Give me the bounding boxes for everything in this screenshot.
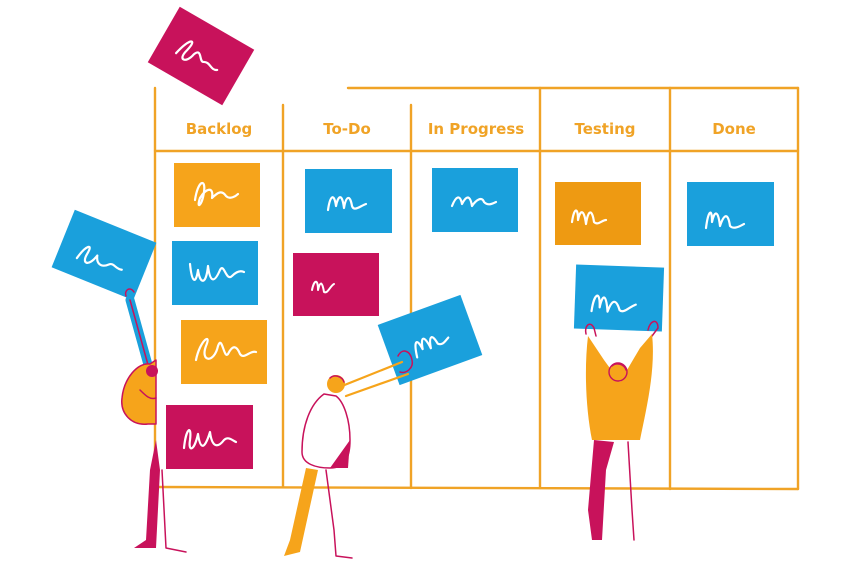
person-right-head (608, 362, 628, 382)
person-middle (284, 294, 483, 559)
card-testing-1 (555, 182, 641, 245)
card-backlog-2 (172, 241, 258, 305)
person-right-leg-outline (627, 441, 635, 541)
column-header-done: Done (712, 120, 756, 138)
person-right (573, 264, 665, 541)
person-middle-head (327, 375, 345, 393)
person-right-leg (588, 440, 614, 540)
scribble-icon (193, 182, 240, 207)
scribble-icon (704, 211, 746, 230)
card-done-1-body (687, 182, 774, 246)
card-todo-1 (305, 169, 392, 233)
person-middle-hand (397, 350, 414, 374)
person-left (51, 209, 187, 553)
column-header-testing: Testing (574, 120, 635, 138)
person-right-body (585, 334, 653, 440)
card-in-progress-1 (432, 168, 518, 232)
card-todo-1-body (305, 169, 392, 233)
card-backlog-2-body (172, 241, 258, 305)
column-header-in-progress: In Progress (428, 120, 524, 138)
column-headers: Backlog To-Do In Progress Testing Done (186, 120, 756, 138)
board-bottom-edge (153, 485, 800, 491)
scribble-icon (414, 336, 450, 359)
scribble-icon (188, 262, 246, 282)
person-right-hand (584, 323, 597, 337)
card-backlog-4 (166, 405, 253, 469)
kanban-board (153, 86, 800, 491)
column-header-backlog: Backlog (186, 120, 253, 138)
scribble-icon (326, 196, 368, 212)
card-done-1 (687, 182, 774, 246)
scribble-icon (590, 294, 637, 313)
card-todo-2 (293, 253, 379, 316)
scribble-icon (75, 245, 123, 271)
person-left-hand (124, 288, 135, 297)
column-header-todo: To-Do (323, 120, 371, 138)
person-middle-leg (284, 468, 318, 556)
scribble-icon (194, 337, 258, 362)
person-right-card (573, 264, 665, 332)
card-backlog-3 (181, 320, 267, 384)
person-middle-leg-outline (325, 469, 353, 559)
board-cards (166, 163, 774, 469)
person-middle-arm (344, 372, 410, 398)
person-left-leg-outline (161, 469, 187, 553)
person-left-card (51, 209, 157, 301)
person-left-head (146, 365, 158, 377)
scribble-icon (570, 209, 608, 226)
scribble-icon (311, 280, 335, 294)
scribble-icon (174, 40, 219, 72)
card-in-progress-1-body (432, 168, 518, 232)
card-todo-2-body (293, 253, 379, 316)
card-testing-1-body (555, 182, 641, 245)
scribble-icon (450, 196, 498, 208)
person-left-body (121, 359, 157, 425)
card-backlog-1 (174, 163, 260, 227)
flying-card (147, 6, 255, 106)
scribble-icon (182, 429, 238, 450)
person-right-hand (647, 320, 659, 337)
person-left-leg (134, 440, 160, 548)
person-middle-arm (340, 360, 404, 388)
